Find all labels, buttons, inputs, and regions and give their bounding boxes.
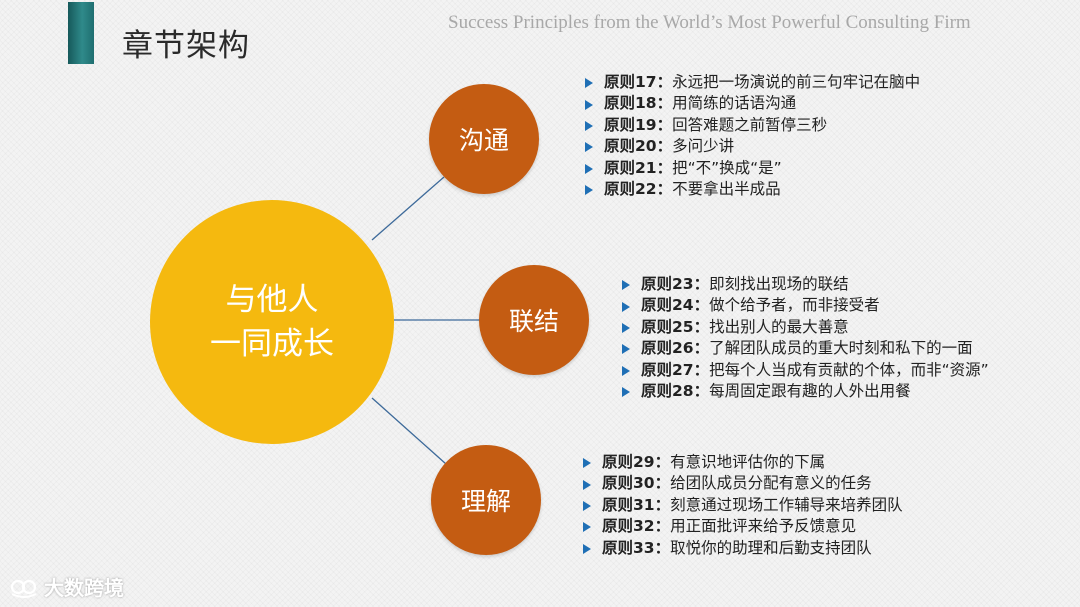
arrow-bullet-icon [583,501,591,512]
arrow-bullet-icon [622,365,630,376]
connector-line-1 [371,176,445,241]
principle-item: 原则24：做个给予者，而非接受者 [622,295,989,316]
arrow-bullet-icon [583,479,591,490]
page-title: 章节架构 [122,28,250,64]
principle-text: 刻意通过现场工作辅导来培养团队 [670,495,903,514]
arrow-bullet-icon [585,121,593,132]
principle-item: 原则28：每周固定跟有趣的人外出用餐 [622,381,989,402]
principle-text: 找出别人的最大善意 [709,317,849,336]
arrow-bullet-icon [583,458,591,469]
watermark-text: 大数跨境 [44,576,124,600]
principle-label: 原则32： [602,517,671,536]
principle-item: 原则17：永远把一场演说的前三句牢记在脑中 [585,72,920,93]
arrow-bullet-icon [622,387,630,398]
topic-circle-communication: 沟通 [429,84,539,194]
principle-label: 原则24： [641,296,710,315]
page-subtitle: Success Principles from the World’s Most… [448,12,971,33]
principle-label: 原则31： [602,495,671,514]
arrow-bullet-icon [583,543,591,554]
principle-item: 原则19：回答难题之前暂停三秒 [585,115,920,136]
principle-label: 原则21： [604,158,673,177]
principle-text: 取悦你的助理和后勤支持团队 [670,538,872,557]
principle-text: 永远把一场演说的前三句牢记在脑中 [672,73,921,91]
principle-item: 原则18：用简练的话语沟通 [585,93,920,114]
topic-circle-understanding: 理解 [431,445,541,555]
arrow-bullet-icon [622,344,630,355]
principle-text: 每周固定跟有趣的人外出用餐 [709,382,911,401]
principle-label: 原则17： [604,73,673,91]
principle-label: 原则23： [641,275,710,293]
principle-text: 用正面批评来给予反馈意见 [670,517,857,536]
arrow-bullet-icon [622,301,630,312]
principle-item: 原则32：用正面批评来给予反馈意见 [583,516,903,537]
logo-icon [10,576,38,598]
principle-item: 原则25：找出别人的最大善意 [622,317,989,338]
arrow-bullet-icon [585,185,593,196]
principle-text: 不要拿出半成品 [672,180,781,199]
arrow-bullet-icon [585,99,593,110]
principle-label: 原则25： [641,317,710,336]
principle-text: 了解团队成员的重大时刻和私下的一面 [709,339,973,358]
arrow-bullet-icon [585,142,593,153]
center-circle: 与他人 一同成长 [150,200,394,444]
principle-item: 原则20：多问少讲 [585,136,920,157]
principle-text: 多问少讲 [672,137,735,156]
principle-item: 原则22：不要拿出半成品 [585,179,920,200]
principle-label: 原则18： [604,94,673,113]
principle-text: 回答难题之前暂停三秒 [672,115,828,134]
arrow-bullet-icon [583,522,591,533]
principle-item: 原则30：给团队成员分配有意义的任务 [583,473,903,494]
topic-circle-connection: 联结 [479,265,589,375]
principle-label: 原则19： [604,115,673,134]
principle-item: 原则31：刻意通过现场工作辅导来培养团队 [583,495,903,516]
principle-label: 原则29： [602,453,671,471]
connector-line-3 [371,397,447,465]
principle-item: 原则29：有意识地评估你的下属 [583,452,903,473]
principle-label: 原则26： [641,339,710,358]
principle-list-connection: 原则23：即刻找出现场的联结 原则24：做个给予者，而非接受者 原则25：找出别… [622,274,989,402]
principle-text: 给团队成员分配有意义的任务 [670,474,872,493]
principle-label: 原则20： [604,137,673,156]
principle-label: 原则33： [602,538,671,557]
arrow-bullet-icon [585,163,593,174]
arrow-bullet-icon [585,78,593,89]
principle-item: 原则26：了解团队成员的重大时刻和私下的一面 [622,338,989,359]
center-line-2: 一同成长 [210,326,334,362]
principle-label: 原则22： [604,180,673,199]
watermark: 大数跨境 [10,572,124,601]
principle-label: 原则28： [641,382,710,401]
principle-text: 有意识地评估你的下属 [670,453,826,471]
principle-item: 原则21：把“不”换成“是” [585,158,920,179]
principle-text: 把“不”换成“是” [672,158,782,177]
principle-text: 即刻找出现场的联结 [709,275,849,293]
principle-item: 原则23：即刻找出现场的联结 [622,274,989,295]
title-accent-bar [68,2,94,64]
center-line-1: 与他人 [225,282,319,318]
principle-item: 原则27：把每个人当成有贡献的个体，而非“资源” [622,360,989,381]
principle-text: 做个给予者，而非接受者 [709,296,880,315]
principle-item: 原则33：取悦你的助理和后勤支持团队 [583,538,903,559]
principle-text: 用简练的话语沟通 [672,94,797,113]
arrow-bullet-icon [622,323,630,334]
arrow-bullet-icon [622,280,630,291]
principle-label: 原则30： [602,474,671,493]
principle-list-understanding: 原则29：有意识地评估你的下属 原则30：给团队成员分配有意义的任务 原则31：… [583,452,903,559]
principle-list-communication: 原则17：永远把一场演说的前三句牢记在脑中 原则18：用简练的话语沟通 原则19… [585,72,920,200]
principle-text: 把每个人当成有贡献的个体，而非“资源” [709,360,989,379]
principle-label: 原则27： [641,360,710,379]
